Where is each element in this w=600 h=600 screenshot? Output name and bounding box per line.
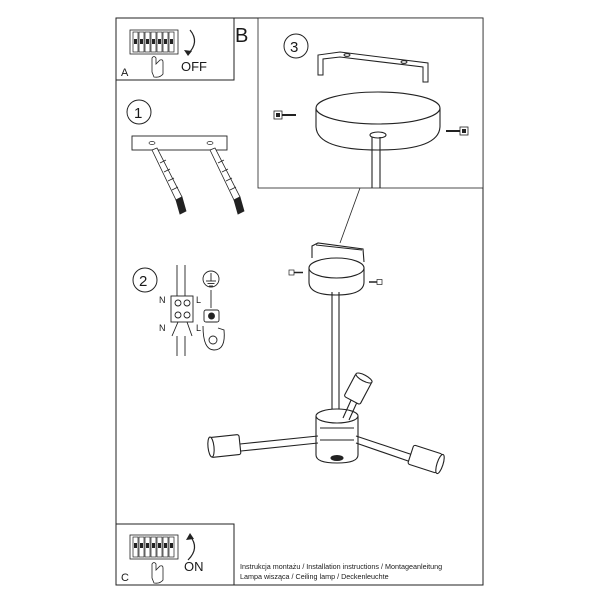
footer-product-name: Lampa wisząca / Ceiling lamp / Deckenleu… bbox=[240, 572, 389, 581]
terminal-block bbox=[170, 265, 194, 356]
socket-right bbox=[407, 444, 445, 475]
off-label: OFF bbox=[181, 59, 207, 74]
canopy-screw-right-icon bbox=[369, 279, 383, 285]
step-2-number: 2 bbox=[139, 273, 147, 290]
step-3-number: 3 bbox=[290, 39, 298, 56]
hand-on-icon bbox=[151, 562, 164, 584]
central-hub bbox=[315, 408, 359, 464]
mounting-plate bbox=[131, 135, 228, 151]
panel-c: C ON bbox=[115, 523, 235, 586]
ceiling-lamp-illustration bbox=[207, 242, 445, 475]
step-1-number: 1 bbox=[134, 105, 142, 122]
switchboard-icon bbox=[129, 29, 179, 55]
ceiling-canopy bbox=[315, 91, 441, 151]
mounting-bracket bbox=[317, 51, 429, 83]
on-label: ON bbox=[184, 559, 204, 574]
panel-a-letter: A bbox=[121, 67, 129, 79]
ground-symbol-icon bbox=[202, 270, 220, 288]
step-2: 2 N L N L bbox=[132, 265, 225, 356]
drill-bit-right-icon bbox=[209, 147, 245, 215]
socket-left bbox=[207, 434, 242, 458]
switchboard-on-icon bbox=[129, 534, 179, 560]
footer-instructions-title: Instrukcja montażu / Installation instru… bbox=[240, 562, 443, 571]
ground-terminal-icon bbox=[202, 290, 225, 351]
screw-right-icon bbox=[446, 126, 469, 136]
panel-b-letter: B bbox=[235, 25, 248, 47]
terminal-l-top: L bbox=[196, 295, 201, 305]
screw-left-icon bbox=[273, 110, 296, 120]
canopy-screw-left-icon bbox=[288, 269, 303, 276]
panel-c-letter: C bbox=[121, 572, 129, 584]
terminal-n-top: N bbox=[159, 295, 166, 305]
panel-a: A OFF bbox=[115, 17, 235, 81]
terminal-n-bottom: N bbox=[159, 323, 166, 333]
terminal-l-bottom: L bbox=[196, 323, 201, 333]
detail-box-3: 3 bbox=[257, 17, 484, 189]
drill-bit-left-icon bbox=[151, 147, 187, 215]
socket-up bbox=[344, 372, 373, 405]
hand-icon bbox=[151, 56, 164, 78]
step-1: 1 bbox=[126, 99, 245, 215]
detail-leader-line bbox=[339, 187, 361, 244]
